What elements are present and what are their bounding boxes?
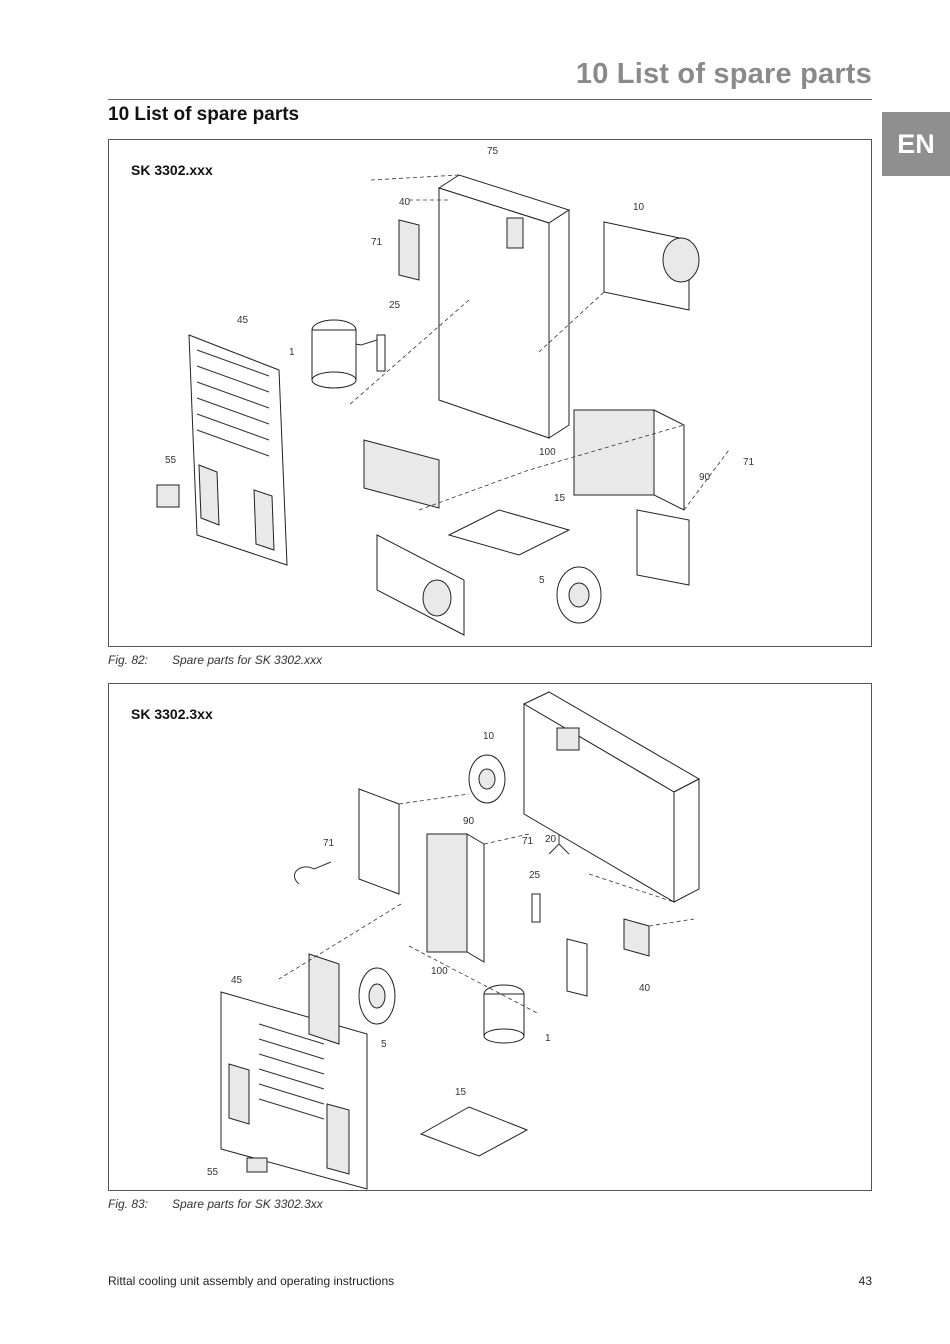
callout-100: 100 xyxy=(431,966,448,977)
display-part xyxy=(157,485,179,507)
drip-tray-part xyxy=(449,510,569,555)
figure-82-caption-text: Spare parts for SK 3302.xxx xyxy=(172,653,322,667)
fan-part-top xyxy=(604,222,699,310)
figure-82-caption-number: Fig. 82: xyxy=(108,653,172,667)
sensor-cable-part xyxy=(294,862,331,884)
housing-part xyxy=(439,175,569,438)
fan-part-bottom xyxy=(359,968,395,1024)
figure-83-caption-text: Spare parts for SK 3302.3xx xyxy=(172,1197,323,1211)
fan-part-bottom xyxy=(557,567,601,623)
condenser-part xyxy=(574,410,684,510)
callout-20: 20 xyxy=(545,834,557,845)
callout-71-b: 71 xyxy=(743,457,755,468)
drip-tray-part xyxy=(421,1107,527,1156)
callout-40: 40 xyxy=(399,197,411,208)
figure-82-box: SK 3302.xxx xyxy=(108,139,872,647)
callout-75: 75 xyxy=(487,146,499,157)
callout-25: 25 xyxy=(529,870,541,881)
compressor-part xyxy=(312,320,385,388)
grille-part xyxy=(364,440,439,508)
figure-83-caption: Fig. 83:Spare parts for SK 3302.3xx xyxy=(108,1197,323,1211)
display-part xyxy=(247,1158,267,1172)
front-cover-part xyxy=(189,335,287,565)
header-rule xyxy=(108,99,872,100)
callout-71-b: 71 xyxy=(323,838,335,849)
figure-83-caption-number: Fig. 83: xyxy=(108,1197,172,1211)
callout-25: 25 xyxy=(389,300,401,311)
figure-82-drawing: 75 40 10 71 25 45 1 55 100 71 90 15 5 xyxy=(109,140,871,646)
callout-5: 5 xyxy=(381,1039,387,1050)
mount-plate-part xyxy=(637,510,689,585)
filter-dryer-part xyxy=(532,894,540,922)
callout-55: 55 xyxy=(165,455,177,466)
callout-45: 45 xyxy=(231,975,243,986)
callout-40: 40 xyxy=(639,983,651,994)
compressor-part xyxy=(484,985,524,1043)
callout-5: 5 xyxy=(539,575,545,586)
front-cover-part xyxy=(221,992,367,1189)
fan-part-top xyxy=(469,755,505,803)
footer-document-title: Rittal cooling unit assembly and operati… xyxy=(108,1274,394,1288)
callout-71-a: 71 xyxy=(522,836,534,847)
callout-1: 1 xyxy=(545,1033,551,1044)
figure-82-caption: Fig. 82:Spare parts for SK 3302.xxx xyxy=(108,653,322,667)
figure-83-drawing: 10 90 71 20 71 25 100 45 40 5 1 15 55 xyxy=(109,684,871,1190)
condenser-part xyxy=(427,834,484,962)
callout-15: 15 xyxy=(554,493,566,504)
mount-plate-part xyxy=(567,939,587,996)
filter-frame-part xyxy=(309,954,339,1044)
bracket-part xyxy=(359,789,399,894)
chapter-title: 10 List of spare parts xyxy=(576,58,872,91)
section-title: 10 List of spare parts xyxy=(108,104,299,126)
callout-90: 90 xyxy=(699,472,711,483)
figure-83-box: SK 3302.3xx xyxy=(108,683,872,1191)
callout-45: 45 xyxy=(237,315,249,326)
language-tab[interactable]: EN xyxy=(882,112,950,176)
callout-55: 55 xyxy=(207,1167,219,1178)
callout-90: 90 xyxy=(463,816,475,827)
base-plate-part xyxy=(377,535,464,635)
housing-part xyxy=(524,692,699,902)
callout-10: 10 xyxy=(633,202,645,213)
callout-71-a: 71 xyxy=(371,237,383,248)
callout-10: 10 xyxy=(483,731,495,742)
callout-100: 100 xyxy=(539,447,556,458)
callout-15: 15 xyxy=(455,1087,467,1098)
footer-page-number: 43 xyxy=(859,1274,872,1288)
callout-1: 1 xyxy=(289,347,295,358)
controller-board-part xyxy=(624,919,649,956)
